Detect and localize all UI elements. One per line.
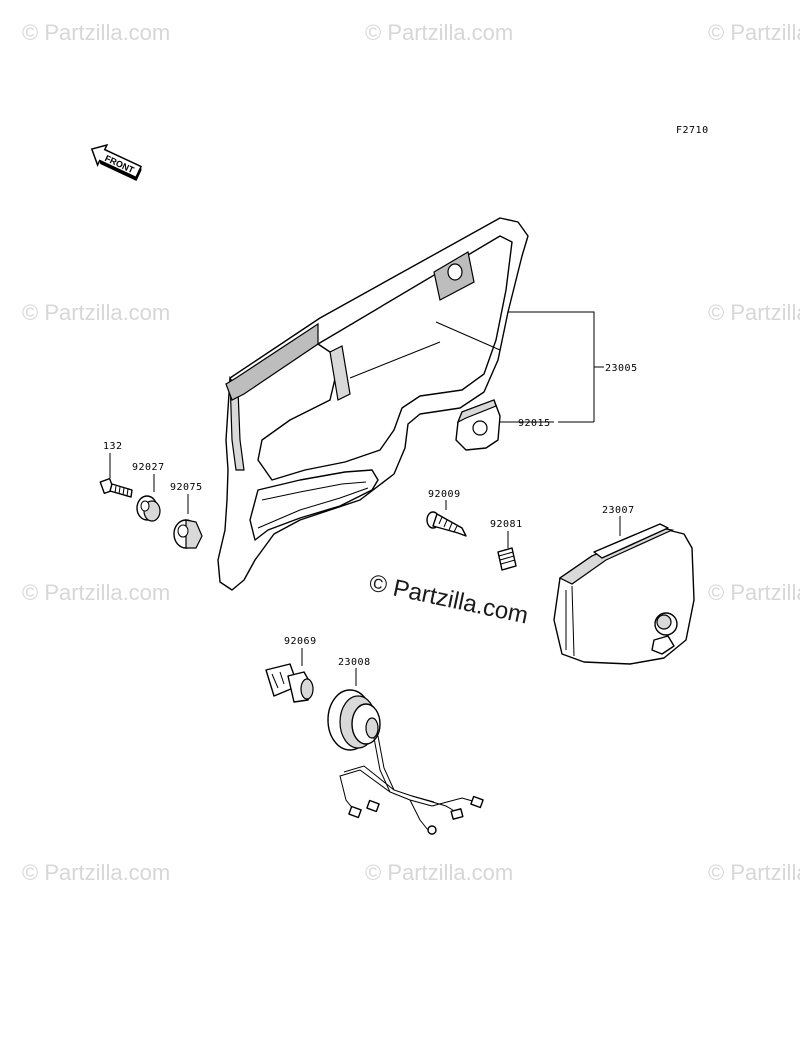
watermark-text: © Partzilla.com: [365, 20, 513, 45]
watermark-text: © Partzilla.com: [708, 580, 800, 605]
bolt-132: [99, 453, 133, 498]
label-23007: 23007: [602, 505, 635, 516]
socket-23008: [327, 668, 484, 835]
watermark-grid: © Partzilla.com © Partzilla.com © Partzi…: [22, 20, 800, 885]
watermark-text: © Partzilla.com: [708, 860, 800, 885]
leader-lines: [500, 311, 604, 423]
watermark-text: © Partzilla.com: [22, 580, 170, 605]
bracket-92015: [455, 399, 501, 451]
diagram-id: F2710: [676, 125, 709, 136]
label-92075: 92075: [170, 482, 203, 493]
label-92009: 92009: [428, 489, 461, 500]
watermark-text: © Partzilla.com: [708, 300, 800, 325]
label-132: 132: [103, 441, 123, 452]
watermark-text: © Partzilla.com: [22, 860, 170, 885]
bulb-92069: [265, 648, 314, 703]
collar-92027: [136, 474, 161, 522]
label-92081: 92081: [490, 519, 523, 530]
watermark-text: © Partzilla.com: [22, 300, 170, 325]
grommet-92075: [173, 494, 203, 549]
label-23005: 23005: [605, 363, 638, 374]
label-23008: 23008: [338, 657, 371, 668]
label-92015: 92015: [518, 418, 551, 429]
watermark-text: © Partzilla.com: [708, 20, 800, 45]
watermark-text: © Partzilla.com: [22, 20, 170, 45]
front-arrow-icon: FRONT: [90, 143, 143, 181]
headlight-cover: [217, 217, 529, 591]
screw-92009: [426, 500, 467, 537]
label-92069: 92069: [284, 636, 317, 647]
spring-92081: [497, 531, 517, 571]
label-92027: 92027: [132, 462, 165, 473]
watermark-text: © Partzilla.com: [365, 860, 513, 885]
center-watermark: © Partzilla.com: [367, 569, 531, 629]
headlight-unit-23007: [553, 516, 695, 665]
